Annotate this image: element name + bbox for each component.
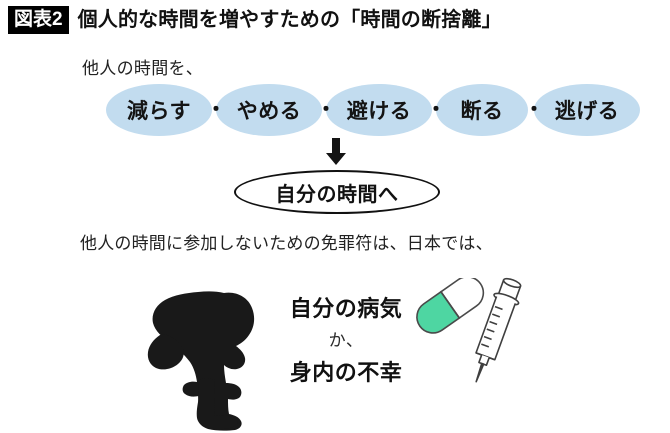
action-label-5: 逃げる (554, 100, 620, 123)
action-ellipse-1: 減らす (106, 84, 212, 136)
action-ellipse-chain: 減らす ・ やめる ・ 避ける ・ 断る ・ 逃げる (106, 84, 640, 136)
action-label-3: 避ける (346, 100, 412, 123)
excuse-reason-block: 自分の病気 か、 身内の不幸 (276, 294, 416, 388)
action-ellipse-3: 避ける (326, 84, 432, 136)
page-title: 個人的な時間を増やすための「時間の断捨離」 (77, 9, 502, 31)
action-label-1: 減らす (126, 100, 192, 123)
action-separator-3: ・ (426, 99, 446, 121)
reason-second: 身内の不幸 (289, 360, 403, 385)
reason-conjunction: か、 (328, 331, 364, 350)
action-separator-1: ・ (206, 99, 226, 121)
result-ellipse: 自分の時間へ (234, 170, 440, 214)
action-label-4: 断る (460, 100, 504, 123)
capsule-pill-icon (416, 278, 485, 334)
crouching-person-silhouette-icon (147, 291, 255, 431)
action-separator-4: ・ (524, 99, 544, 121)
action-ellipse-5: 逃げる (534, 84, 640, 136)
action-separator-2: ・ (316, 99, 336, 121)
result-label: 自分の時間へ (275, 183, 399, 206)
down-arrow-icon (326, 138, 346, 165)
reason-first: 自分の病気 (289, 296, 403, 321)
lower-caption: 他人の時間に参加しないための免罪符は、日本では、 (80, 234, 493, 253)
action-label-2: やめる (236, 100, 302, 123)
syringe-icon (475, 277, 522, 383)
action-ellipse-2: やめる (216, 84, 322, 136)
action-ellipse-4: 断る (436, 84, 528, 136)
figure-title-row: 図表2 個人的な時間を増やすための「時間の断捨離」 (8, 6, 502, 34)
figure-number-badge: 図表2 (8, 6, 69, 34)
upper-caption: 他人の時間を、 (82, 59, 204, 78)
